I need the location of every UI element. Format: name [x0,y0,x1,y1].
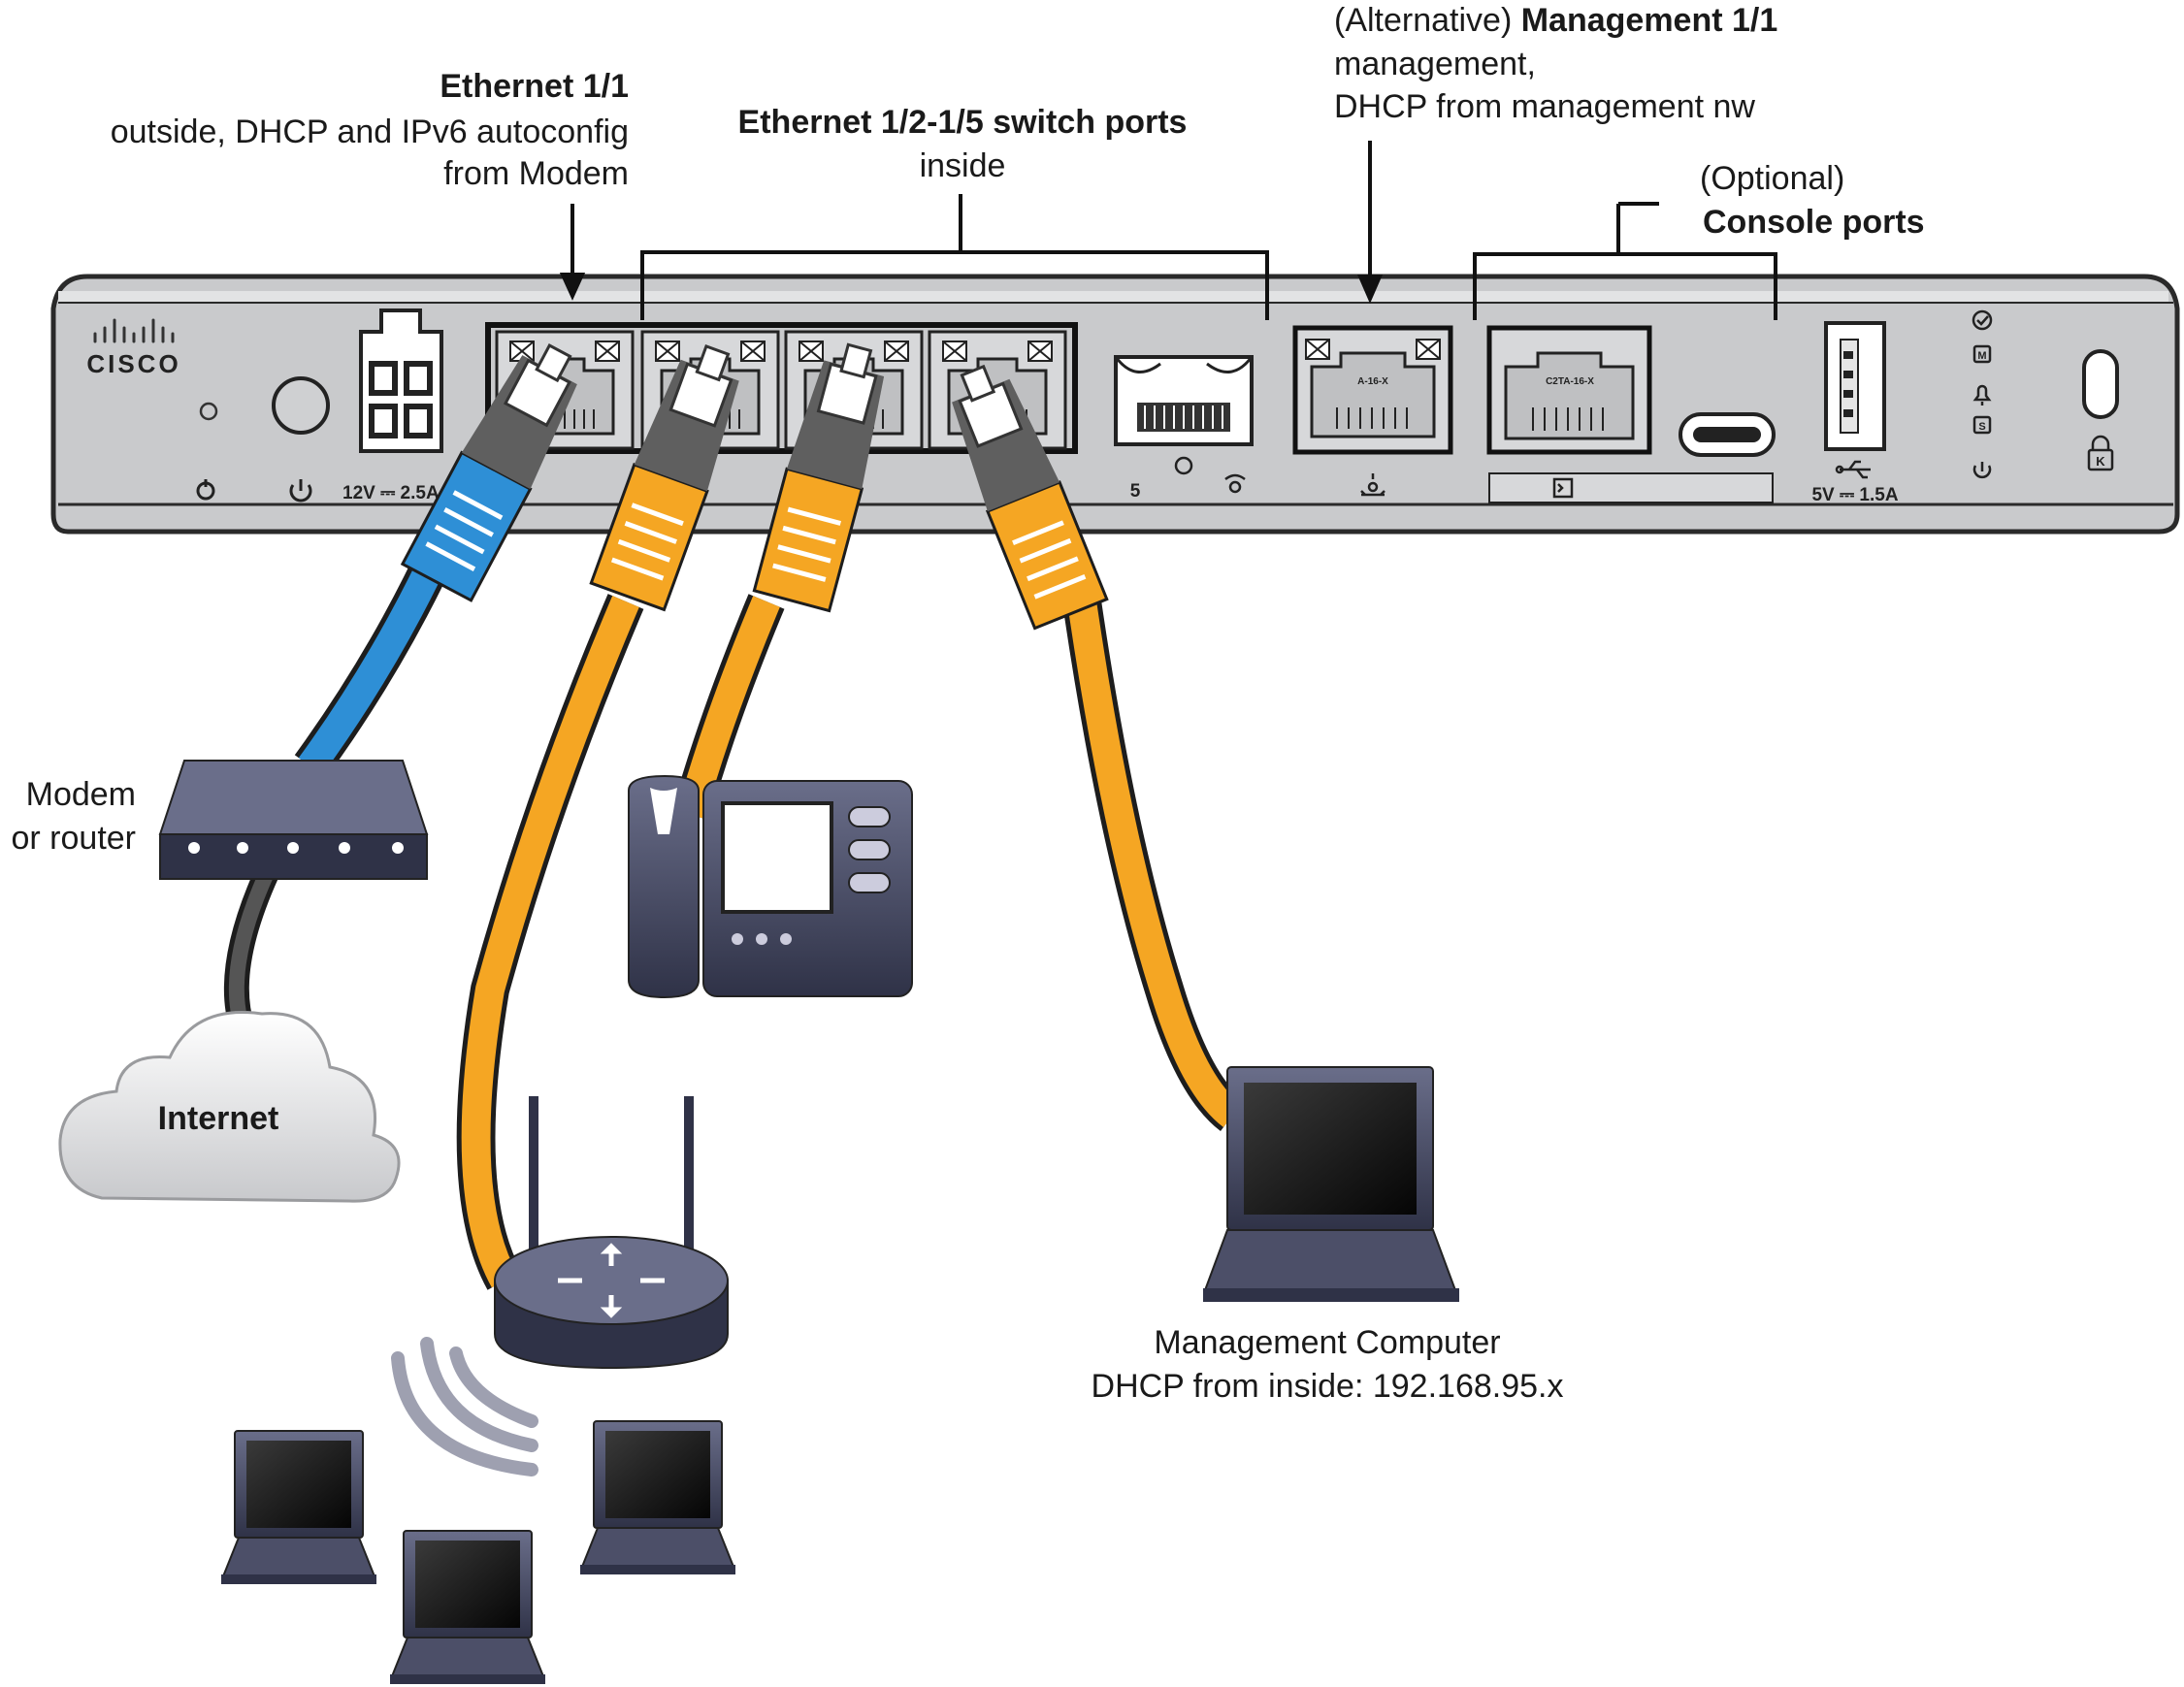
console-port-text: C2TA-16-X [1546,376,1594,387]
callout-lines [559,141,1777,320]
modem-line1: Modem [26,776,136,813]
wireless-router-icon [494,1096,729,1370]
usb-symbol-icon [1835,460,1871,479]
laptop-icon [579,1420,736,1575]
mgmt-title: Management 1/1 [1521,2,1778,39]
wifi-waves-icon [391,1337,538,1476]
cloud-icon [58,1010,401,1203]
status-led-m: M [1977,350,1986,362]
sfp-link-icon [1224,473,1246,494]
switch-title: Ethernet 1/2-1/5 switch ports [738,104,1188,141]
console-line1: (Optional) [1700,160,1844,197]
management-port-text: A-16-X [1357,376,1388,387]
mgmt-title-line: (Alternative) Management 1/1 [1334,2,1777,39]
power-icon [289,479,312,503]
mgmt-line2: DHCP from management nw [1334,88,1755,125]
power-connector[interactable] [359,308,443,453]
port5-label: 5 [1130,481,1141,502]
ip-phone-icon [628,774,913,999]
sfp-port-icon[interactable] [1114,355,1254,475]
console-title: Console ports [1703,204,1925,241]
laptop-icon [220,1430,377,1585]
management-port-icon[interactable] [1292,325,1453,455]
management-laptop-icon [1203,1066,1459,1302]
cisco-logo-icon [93,318,175,343]
network-management-icon [1360,473,1385,497]
power-spec-label: 12V ⎓ 2.5A [342,483,440,503]
inside-plug-1 [589,335,756,612]
usb-spec-label: 5V ⎓ 1.5A [1811,485,1898,505]
mgmt-pc-line2: DHCP from inside: 192.168.95.x [1092,1368,1564,1405]
switch-line1: inside [920,147,1006,184]
mgmt-prefix: (Alternative) [1334,2,1521,39]
modem-icon [158,760,429,880]
laptop-icon [389,1530,546,1685]
internet-label: Internet [158,1100,279,1137]
modem-line2: or router [12,820,137,857]
cisco-brand-text: CISCO [86,349,180,378]
status-led-icon [1972,309,1993,479]
eth11-line1: outside, DHCP and IPv6 autoconfig [111,114,629,150]
status-led-indicator [199,402,218,421]
kensington-lock-icon[interactable] [2082,349,2119,471]
usb-c-icon[interactable] [1679,412,1776,457]
reset-icon [196,479,215,501]
eth11-title: Ethernet 1/1 [440,68,629,105]
inside-plug-2 [752,336,899,613]
power-button[interactable] [272,376,330,435]
usb-a-icon[interactable] [1824,321,1886,451]
eth11-line2: from Modem [443,155,629,192]
mgmt-line1: management, [1334,46,1536,82]
inside-plug-3 [934,354,1109,631]
outside-plug [400,331,596,602]
console-label-strip [1488,472,1774,503]
mgmt-pc-line1: Management Computer [1154,1324,1500,1361]
console-port-icon[interactable] [1486,325,1652,455]
status-led-s: S [1978,421,1985,433]
lock-letter: K [2096,454,2105,469]
console-terminal-icon [1552,477,1574,499]
